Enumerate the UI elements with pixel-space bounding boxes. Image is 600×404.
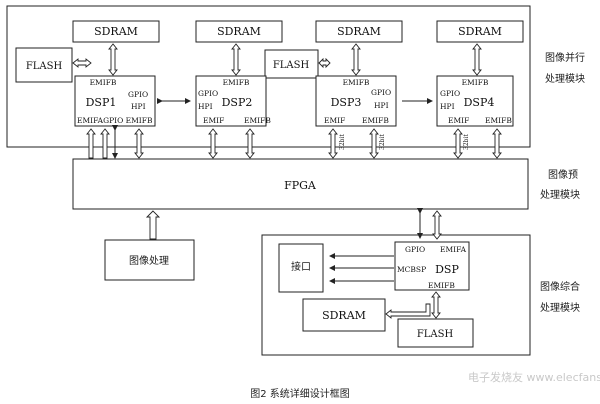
bus-width-label-1: 32bit — [339, 134, 346, 150]
dsp1-emifb-top: EMIFB — [90, 78, 117, 87]
preprocess-group-label-line2: 处理模块 — [540, 189, 580, 201]
bus-width-label-2: 32bit — [379, 134, 386, 150]
sdram-4 — [436, 20, 524, 43]
sdram-1-label: SDRAM — [94, 25, 138, 38]
parallel-processing-group — [6, 5, 531, 148]
sdram-3-label: SDRAM — [337, 25, 381, 38]
dsp2-hpi: HPI — [198, 102, 213, 111]
flash-1-label: FLASH — [26, 61, 63, 72]
dsp1-box — [74, 75, 156, 127]
interface-links — [329, 253, 394, 284]
watermark: 电子发烧友 www.elecfans.com — [468, 370, 600, 384]
dsp2-gpio: GPIO — [198, 89, 218, 98]
dsp3-hpi: HPI — [374, 101, 389, 110]
main-dsp-mcbsp: MCBSP — [397, 265, 426, 274]
sdram-3 — [315, 20, 403, 43]
flash-2 — [264, 49, 319, 79]
sdram-1 — [72, 20, 160, 43]
sdram-4-label: SDRAM — [458, 25, 502, 38]
interface-label: 接口 — [291, 260, 311, 273]
dsp4-emifb: EMIFB — [485, 116, 512, 125]
fpga-box — [72, 158, 529, 210]
main-dsp-emifa: EMIFA — [440, 245, 467, 254]
composite-processing-group — [261, 234, 531, 356]
flash-1 — [15, 47, 73, 83]
main-dsp-name: DSP — [435, 263, 459, 276]
fpga-label: FPGA — [284, 179, 317, 192]
sdram-2-label: SDRAM — [217, 25, 261, 38]
dsp4-gpio: GPIO — [440, 89, 460, 98]
dsp4-emifb-top: EMIFB — [462, 78, 489, 87]
dsp4-name: DSP4 — [464, 96, 495, 109]
dsp-fpga-buses — [86, 125, 502, 159]
dsp3-emif: EMIF — [324, 116, 345, 125]
preprocess-group-label-line1: 图像预 — [548, 169, 578, 181]
sdram-composite-label: SDRAM — [322, 309, 366, 322]
dsp3-name: DSP3 — [331, 96, 362, 109]
dsp1-name: DSP1 — [86, 96, 117, 109]
image-to-fpga-bus — [145, 210, 161, 240]
dsp4-emif: EMIF — [448, 116, 469, 125]
parallel-group-label-line1: 图像并行 — [545, 51, 585, 64]
dsp3-gpio: GPIO — [371, 88, 391, 97]
image-processing-label: 图像处理 — [129, 255, 169, 267]
flash-2-label: FLASH — [273, 60, 310, 71]
dsp2-box — [195, 75, 267, 127]
flash-composite-label: FLASH — [417, 329, 454, 340]
sdram-composite — [302, 298, 386, 332]
dsp2-emifb: EMIFB — [244, 116, 271, 125]
dsp2-name: DSP2 — [222, 96, 253, 109]
fpga-dsp-links — [417, 208, 442, 240]
main-dsp-box — [394, 241, 470, 291]
dsp2-emif: EMIF — [203, 116, 224, 125]
image-processing-box — [104, 239, 195, 281]
dsp3-box — [315, 75, 397, 127]
dsp1-hpi: HPI — [131, 102, 146, 111]
main-dsp-emifb: EMIFB — [428, 281, 455, 290]
dsp4-box — [436, 75, 514, 127]
dsp1-gpio: GPIO — [128, 90, 148, 99]
dsp1-bottom-ports: EMIFAGPIO EMIFB — [77, 116, 153, 125]
dsp4-hpi: HPI — [440, 102, 455, 111]
dsp3-emifb: EMIFB — [362, 116, 389, 125]
parallel-group-label-line2: 处理模块 — [545, 73, 585, 85]
sdram-2 — [195, 20, 283, 43]
figure-caption: 图2 系统详细设计框图 — [250, 387, 350, 400]
bus-width-label-3: 32bit — [463, 134, 470, 150]
composite-group-label-line1: 图像综合 — [540, 280, 580, 293]
sdram-dsp-buses — [72, 43, 482, 76]
dsp2-emifb-top: EMIFB — [223, 78, 250, 87]
main-dsp-memory-buses — [385, 291, 441, 319]
flash-composite — [397, 318, 474, 348]
dsp3-emifb-top: EMIFB — [343, 78, 370, 87]
main-dsp-gpio: GPIO — [405, 245, 425, 254]
interface-box — [278, 243, 324, 293]
composite-group-label-line2: 处理模块 — [540, 302, 580, 314]
